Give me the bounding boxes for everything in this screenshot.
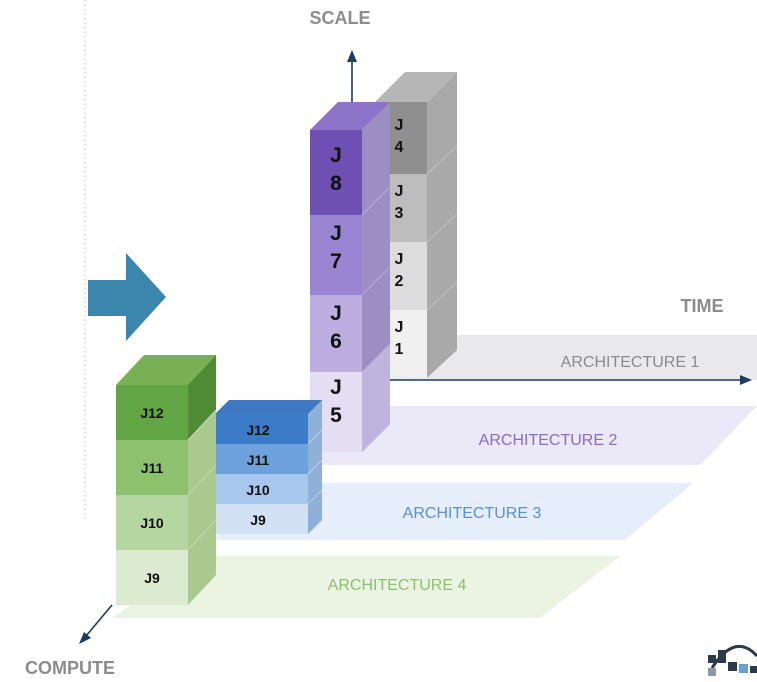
axis-label-scale: SCALE [309,8,370,28]
plane-label-architecture-2: ARCHITECTURE 2 [479,432,618,449]
blue-label-j9: J9 [250,512,266,528]
plane-label-architecture-4: ARCHITECTURE 4 [328,577,467,594]
plane-architecture-4: ARCHITECTURE 4 [112,556,620,618]
logo-icon [708,645,757,676]
axis-label-compute: COMPUTE [25,658,115,678]
green-block-j9 [116,550,188,605]
green-stack: J12 J11 J10 J9 [116,355,217,605]
plane-architecture-3: ARCHITECTURE 3 [210,483,693,540]
blue-label-j11: J11 [247,452,270,468]
compute-axis [79,604,113,644]
green-label-j12: J12 [140,405,164,421]
purple-block-j8 [310,130,362,215]
green-label-j11: J11 [141,460,164,476]
plane-label-architecture-3: ARCHITECTURE 3 [403,505,542,522]
blue-block-j10 [215,474,308,504]
right-arrow-icon [88,253,166,341]
blue-label-j10: J10 [246,482,270,498]
blue-label-j12: J12 [246,422,270,438]
green-block-j10 [116,495,188,550]
purple-block-j7 [310,215,362,295]
axis-label-time: TIME [681,296,724,316]
green-block-j12 [116,385,188,440]
plane-architecture-1: ARCHITECTURE 1 [360,335,757,380]
green-label-j10: J10 [140,515,164,531]
plane-architecture-2: ARCHITECTURE 2 [300,406,757,465]
blue-stack: J12 J11 J10 J9 [215,400,323,534]
blue-block-j11 [215,444,308,474]
green-label-j9: J9 [144,570,160,586]
purple-block-j6 [310,295,362,372]
green-block-j11 [116,440,188,495]
plane-label-architecture-1: ARCHITECTURE 1 [561,354,700,371]
blue-block-j9 [215,504,308,534]
time-axis [390,375,752,385]
blue-block-j12 [215,414,308,444]
